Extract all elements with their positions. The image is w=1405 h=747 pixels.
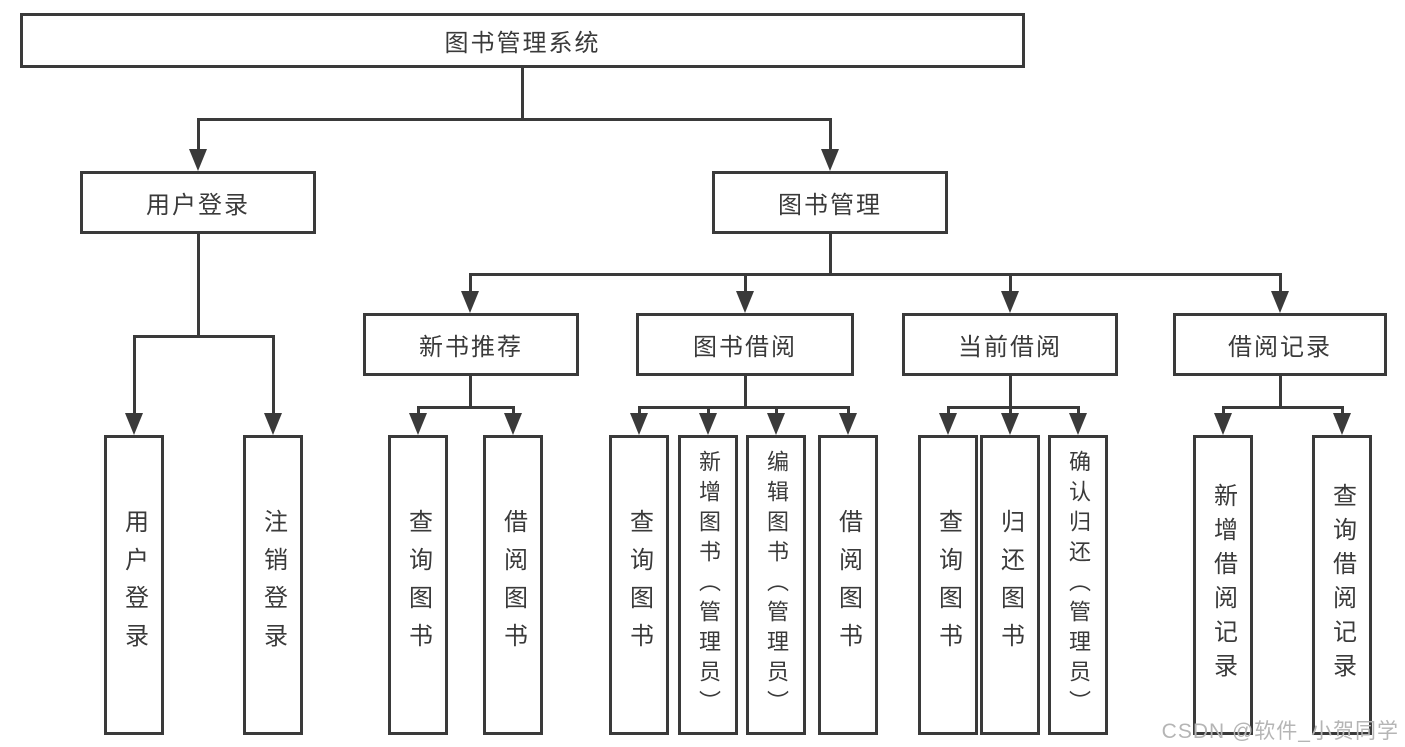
- connector-hline: [637, 406, 850, 409]
- connector-vline: [743, 376, 747, 409]
- leaf-label: 用户登录: [120, 509, 148, 661]
- leaf-edit-books-admin: 编辑图书（管理员）: [746, 435, 806, 735]
- leaf-label: 查询图书: [934, 509, 962, 661]
- connector-vline: [1076, 406, 1080, 416]
- node-book-management: 图书管理: [712, 171, 948, 234]
- connector-vline: [271, 335, 275, 415]
- node-current-borrowing: 当前借阅: [902, 313, 1118, 376]
- leaf-label: 归还图书: [996, 509, 1024, 661]
- connector-vline: [468, 273, 472, 294]
- arrowhead-down-icon: [189, 149, 207, 171]
- leaf-borrow-books-borrowing: 借阅图书: [818, 435, 878, 735]
- node-label: 借阅记录: [1228, 334, 1332, 361]
- node-borrowing-records: 借阅记录: [1173, 313, 1387, 376]
- arrowhead-down-icon: [939, 413, 957, 435]
- leaf-confirm-return-admin: 确认归还（管理员）: [1048, 435, 1108, 735]
- node-user-login: 用户登录: [80, 171, 316, 234]
- node-label: 当前借阅: [958, 334, 1062, 361]
- leaf-add-books-admin: 新增图书（管理员）: [678, 435, 738, 735]
- node-label: 用户登录: [146, 192, 250, 219]
- arrowhead-down-icon: [1333, 413, 1351, 435]
- leaf-label: 查询图书: [404, 509, 432, 661]
- arrowhead-down-icon: [461, 291, 479, 313]
- connector-vline: [1278, 376, 1282, 409]
- connector-vline: [416, 406, 420, 416]
- connector-vline: [774, 406, 778, 416]
- connector-vline: [1008, 406, 1012, 416]
- connector-vline: [706, 406, 710, 416]
- connector-vline: [828, 234, 832, 276]
- connector-vline: [132, 335, 136, 415]
- arrowhead-down-icon: [699, 413, 717, 435]
- arrowhead-down-icon: [736, 291, 754, 313]
- leaf-label: 编辑图书（管理员）: [764, 450, 789, 720]
- connector-hline: [132, 335, 275, 338]
- arrowhead-down-icon: [821, 149, 839, 171]
- node-book-borrowing: 图书借阅: [636, 313, 854, 376]
- connector-hline: [946, 406, 1080, 409]
- arrowhead-down-icon: [1271, 291, 1289, 313]
- connector-vline: [946, 406, 950, 416]
- leaf-add-borrow-record: 新增借阅记录: [1193, 435, 1253, 735]
- connector-vline: [196, 234, 200, 338]
- node-new-book-recommend: 新书推荐: [363, 313, 579, 376]
- leaf-label: 确认归还（管理员）: [1066, 450, 1091, 720]
- connector-hline: [1221, 406, 1344, 409]
- leaf-label: 新增借阅记录: [1209, 483, 1237, 687]
- arrowhead-down-icon: [1214, 413, 1232, 435]
- node-library-system: 图书管理系统: [20, 13, 1025, 68]
- connector-vline: [637, 406, 641, 416]
- leaf-query-books-current: 查询图书: [918, 435, 978, 735]
- connector-vline: [520, 68, 524, 118]
- node-label: 新书推荐: [419, 334, 523, 361]
- leaf-label: 查询图书: [625, 509, 653, 661]
- connector-hline: [196, 118, 832, 121]
- connector-vline: [1278, 273, 1282, 294]
- connector-hline: [468, 273, 1282, 276]
- arrowhead-down-icon: [767, 413, 785, 435]
- connector-vline: [1008, 376, 1012, 409]
- leaf-query-books-borrowing: 查询图书: [609, 435, 669, 735]
- connector-vline: [511, 406, 515, 416]
- connector-vline: [196, 118, 200, 152]
- node-label: 图书管理系统: [444, 30, 601, 57]
- arrowhead-down-icon: [1069, 413, 1087, 435]
- arrowhead-down-icon: [1001, 291, 1019, 313]
- leaf-return-books: 归还图书: [980, 435, 1040, 735]
- connector-vline: [1340, 406, 1344, 416]
- connector-hline: [416, 406, 515, 409]
- connector-vline: [828, 118, 832, 152]
- leaf-query-books-recommend: 查询图书: [388, 435, 448, 735]
- arrowhead-down-icon: [1001, 413, 1019, 435]
- node-label: 图书管理: [778, 192, 882, 219]
- connector-vline: [846, 406, 850, 416]
- leaf-label: 注销登录: [259, 509, 287, 661]
- arrowhead-down-icon: [630, 413, 648, 435]
- node-label: 图书借阅: [693, 334, 797, 361]
- connector-vline: [743, 273, 747, 294]
- leaf-query-borrow-record: 查询借阅记录: [1312, 435, 1372, 735]
- leaf-logout: 注销登录: [243, 435, 303, 735]
- connector-vline: [1221, 406, 1225, 416]
- arrowhead-down-icon: [504, 413, 522, 435]
- leaf-label: 查询借阅记录: [1328, 483, 1356, 687]
- leaf-label: 新增图书（管理员）: [696, 450, 721, 720]
- connector-vline: [468, 376, 472, 409]
- leaf-label: 借阅图书: [834, 509, 862, 661]
- csdn-watermark: CSDN @软件_小贺同学: [1161, 720, 1399, 743]
- arrowhead-down-icon: [125, 413, 143, 435]
- arrowhead-down-icon: [409, 413, 427, 435]
- arrowhead-down-icon: [839, 413, 857, 435]
- leaf-borrow-books-recommend: 借阅图书: [483, 435, 543, 735]
- connector-vline: [1008, 273, 1012, 294]
- leaf-user-login: 用户登录: [104, 435, 164, 735]
- leaf-label: 借阅图书: [499, 509, 527, 661]
- arrowhead-down-icon: [264, 413, 282, 435]
